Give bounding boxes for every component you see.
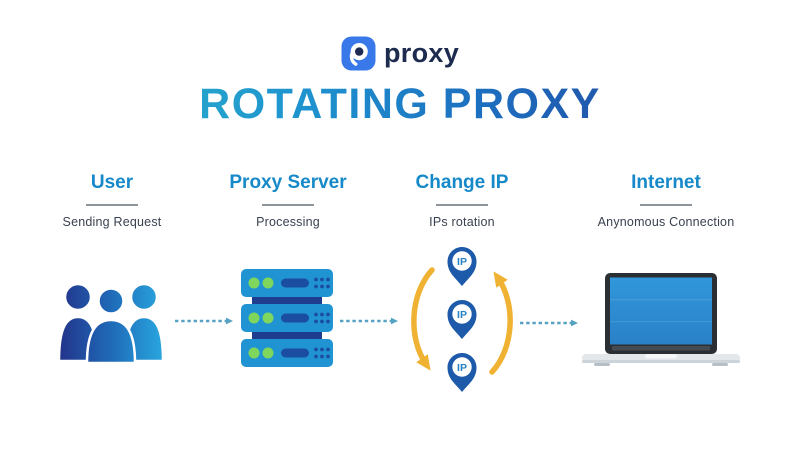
flow-arrow-1 — [175, 317, 233, 325]
heading-divider — [640, 204, 692, 206]
brand-name: proxy — [383, 38, 460, 68]
server-unit — [241, 269, 333, 297]
column-subtitle: Anynomous Connection — [597, 215, 735, 229]
ip-pin-label: IP — [457, 309, 467, 321]
ip-pin-label: IP — [457, 256, 467, 268]
column-subtitle: Sending Request — [62, 215, 162, 229]
server-unit — [241, 339, 333, 367]
page-title: ROTATING PROXY — [0, 80, 800, 129]
column-internet: Internet Anynomous Connection — [571, 172, 761, 229]
laptop-icon — [582, 273, 740, 366]
proxy-logo-icon — [341, 36, 376, 71]
column-heading: Proxy Server — [229, 172, 347, 193]
flow-arrow-2 — [340, 317, 398, 325]
users-group-icon — [57, 282, 165, 363]
heading-divider — [86, 204, 138, 206]
server-rack-icon — [241, 269, 333, 367]
column-heading: Internet — [631, 172, 701, 193]
column-user: User Sending Request — [27, 172, 197, 229]
ip-pin: IP — [447, 353, 477, 392]
column-heading: Change IP — [415, 172, 509, 193]
ip-pin-label: IP — [457, 362, 467, 374]
heading-divider — [262, 204, 314, 206]
ip-pin: IP — [447, 247, 477, 286]
column-change-ip: Change IP IPs rotation — [377, 172, 547, 229]
column-subtitle: IPs rotation — [429, 215, 495, 229]
column-heading: User — [90, 172, 134, 193]
column-proxy-server: Proxy Server Processing — [203, 172, 373, 229]
server-unit — [241, 304, 333, 332]
brand-logo: proxy — [0, 36, 800, 71]
rotation-arrow-right — [489, 271, 513, 375]
heading-divider — [436, 204, 488, 206]
rotation-arrow-left — [411, 267, 435, 371]
column-subtitle: Processing — [256, 215, 320, 229]
ip-pin: IP — [447, 300, 477, 339]
flow-arrow-3 — [520, 319, 578, 327]
ip-pins-rotation-icon: IP IP IP — [411, 247, 513, 392]
